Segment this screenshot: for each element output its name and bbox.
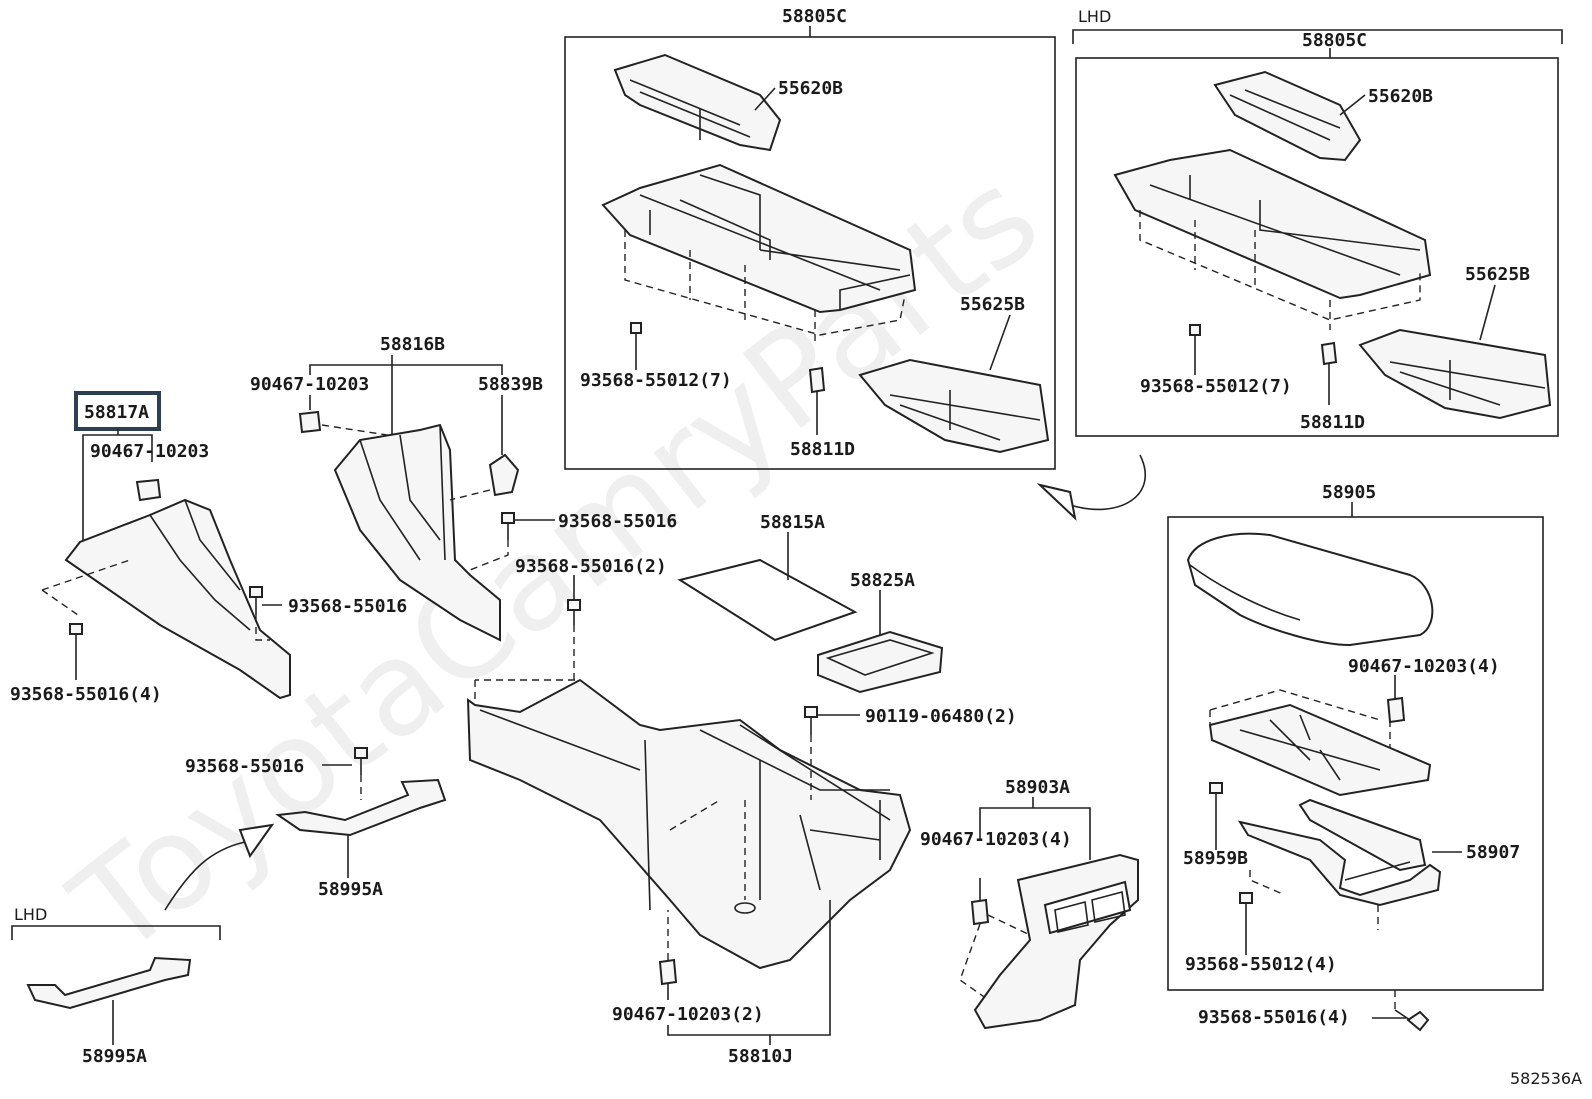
armrest-base-plate[interactable]: [1208, 703, 1432, 797]
label-93568-55016-2: 93568-55016(2): [515, 556, 667, 577]
label-93568-55016-left: 93568-55016: [288, 596, 407, 617]
label-58805c-lhd: 58805C: [1302, 30, 1367, 51]
side-panel-58817a[interactable]: [64, 498, 291, 700]
label-93568-55012-7: 93568-55012(7): [580, 370, 732, 391]
screw-93568-55016-center[interactable]: [501, 512, 515, 540]
label-55625b: 55625B: [960, 294, 1025, 315]
lower-tray-55625b-a[interactable]: [858, 358, 1050, 454]
screw-58959b[interactable]: [1209, 782, 1223, 810]
lower-tray-55625b-lhd[interactable]: [1358, 328, 1552, 420]
console-box-body-lhd[interactable]: [1113, 148, 1432, 300]
armrest-lid[interactable]: [1186, 532, 1434, 647]
label-58817a: 58817A: [84, 402, 149, 423]
screw-90119-06480[interactable]: [804, 706, 818, 735]
screw-93568-55012-b[interactable]: [1189, 324, 1201, 350]
label-58995a: 58995A: [318, 879, 383, 900]
label-58811d: 58811D: [790, 439, 855, 460]
tray-58825a[interactable]: [817, 630, 944, 694]
label-58815a: 58815A: [760, 512, 825, 533]
label-90467-10203-4-armrest: 90467-10203(4): [1348, 656, 1500, 677]
screw-93568-55016-left-b[interactable]: [69, 623, 83, 648]
label-58805c: 58805C: [782, 6, 847, 27]
label-58959b: 58959B: [1183, 848, 1248, 869]
clip-90467-10203-4-rear[interactable]: [970, 898, 990, 926]
label-58825a: 58825A: [850, 570, 915, 591]
center-panel-58816b[interactable]: [333, 423, 501, 642]
console-box-body[interactable]: [601, 163, 917, 314]
mat-58815a[interactable]: [677, 558, 858, 642]
screw-93568-55016-4-armrest[interactable]: [1394, 1009, 1430, 1032]
clip-90467-10203-left[interactable]: [135, 478, 162, 502]
label-58810j: 58810J: [728, 1046, 793, 1067]
label-90467-10203-4-rear: 90467-10203(4): [920, 829, 1072, 850]
label-93568-55016-4-armrest: 93568-55016(4): [1198, 1007, 1350, 1028]
hinge-58907[interactable]: [1237, 798, 1442, 907]
bracket-58839b[interactable]: [488, 453, 520, 497]
label-55620b-lhd: 55620B: [1368, 86, 1433, 107]
clip-90467-10203-2[interactable]: [658, 958, 678, 986]
screw-93568-55016-left-a[interactable]: [249, 586, 263, 615]
label-90467-10203-center: 90467-10203: [250, 374, 369, 395]
group-box-58905: [1167, 516, 1544, 991]
bracket-58995a[interactable]: [275, 778, 447, 837]
label-58839b: 58839B: [478, 374, 543, 395]
label-58811d-lhd: 58811D: [1300, 412, 1365, 433]
label-55625b-lhd: 55625B: [1465, 264, 1530, 285]
upper-tray-55620b[interactable]: [613, 53, 782, 152]
screw-93568-55016-2[interactable]: [567, 599, 581, 625]
label-58995a-lhd: 58995A: [82, 1046, 147, 1067]
screw-93568-55012-a[interactable]: [630, 322, 642, 352]
screw-93568-55016-bracket[interactable]: [354, 747, 368, 775]
group-box-58805c-lhd: [1075, 57, 1559, 437]
label-58903a: 58903A: [1005, 777, 1070, 798]
label-58816b: 58816B: [380, 334, 445, 355]
rear-panel-58903a[interactable]: [973, 853, 1139, 1030]
clip-58811d-a[interactable]: [808, 366, 826, 394]
label-lhd-top: LHD: [1078, 7, 1111, 26]
bracket-58995a-lhd[interactable]: [26, 956, 192, 1010]
arrow-lhd: [164, 823, 275, 911]
label-93568-55016-4-left: 93568-55016(4): [10, 684, 162, 705]
clip-90467-10203-4-armrest[interactable]: [1386, 696, 1406, 724]
label-90467-10203-2: 90467-10203(2): [612, 1004, 764, 1025]
label-58905: 58905: [1322, 482, 1376, 503]
label-93568-55016-bracket: 93568-55016: [185, 756, 304, 777]
label-55620b: 55620B: [778, 78, 843, 99]
screw-93568-55012-4[interactable]: [1239, 892, 1253, 920]
label-93568-55012-4: 93568-55012(4): [1185, 954, 1337, 975]
label-93568-55012-7-lhd: 93568-55012(7): [1140, 376, 1292, 397]
diagram-id: 582536A: [1510, 1069, 1582, 1088]
label-lhd-bottom: LHD: [14, 905, 47, 924]
clip-90467-10203-center[interactable]: [298, 410, 322, 434]
label-58907: 58907: [1466, 842, 1520, 863]
label-93568-55016-center: 93568-55016: [558, 511, 677, 532]
label-90119-06480-2: 90119-06480(2): [865, 706, 1017, 727]
console-main-58810j[interactable]: [466, 678, 912, 970]
label-90467-10203-left: 90467-10203: [90, 441, 209, 462]
upper-tray-55620b-lhd[interactable]: [1213, 70, 1362, 162]
clip-58811d-b[interactable]: [1320, 341, 1338, 366]
